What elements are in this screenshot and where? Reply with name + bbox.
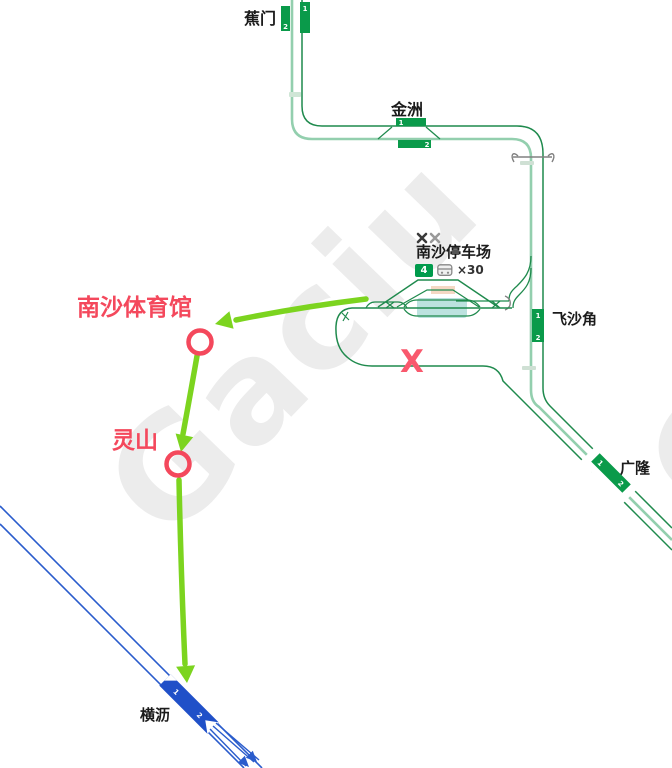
trainset-count-label: ×30 — [457, 263, 484, 277]
depot-name-label: 南沙停车场 — [416, 243, 492, 261]
line4-track-light — [290, 0, 672, 541]
line4-track-dark — [301, 0, 672, 529]
rejected-x-mark: X — [400, 344, 424, 380]
guanglong-platform — [591, 453, 631, 493]
lingshan-ring — [164, 450, 192, 478]
depot-portal-icon — [504, 295, 511, 311]
proposed-station-lingshan-label: 灵山 — [112, 428, 158, 454]
annotation-arrows — [175, 296, 369, 683]
hengli-notch-2 — [205, 720, 219, 734]
station-label-jinzhou: 金洲 — [391, 100, 424, 119]
train-icon — [437, 263, 453, 276]
arrow-to-lingshan — [180, 353, 200, 437]
depot-loop-track — [335, 307, 672, 551]
jiaomen-num-1: 1 — [303, 5, 308, 13]
jinzhou-platform-2 — [398, 140, 431, 148]
depot-connector-2 — [512, 267, 532, 309]
platform-numbers: 1 2 1 2 1 2 — [283, 5, 541, 342]
jinzhou-num-2: 2 — [425, 141, 430, 149]
guanglong-num-1: 1 — [595, 459, 604, 468]
hengli-num-1: 1 — [171, 688, 180, 697]
fan-arrow-1 — [245, 750, 257, 762]
depot-inner-tracks — [403, 299, 481, 317]
jiaomen-platform-1 — [300, 2, 310, 33]
depot-outer-loop — [377, 279, 499, 308]
feishajiao-num-2: 2 — [536, 334, 541, 342]
jiaomen-platform-2 — [281, 6, 290, 31]
sports-center-ring — [186, 328, 214, 356]
hengli-platform — [159, 674, 219, 734]
wrench-icon-gray — [429, 232, 441, 244]
jinzhou-platform-1 — [396, 118, 426, 126]
fan-arrow-2 — [237, 755, 249, 767]
jinzhou-num-1: 1 — [399, 119, 404, 127]
proposed-station-sports-center-label: 南沙体育馆 — [77, 295, 192, 321]
station-label-jiaomen: 蕉门 — [244, 9, 277, 28]
micro-label-3 — [522, 366, 536, 370]
guanglong-station: 1 2 — [580, 442, 642, 504]
wrench-icon-dark — [416, 232, 428, 244]
hengli-notch-1 — [164, 674, 177, 681]
platforms — [281, 2, 544, 342]
line-4-badge: 4 — [415, 263, 433, 277]
station-label-hengli: 横沥 — [140, 706, 171, 724]
micro-label-1 — [289, 92, 301, 97]
hengli-num-2: 2 — [195, 711, 204, 720]
arrow-head-1 — [215, 311, 234, 329]
tunnel-portal-icon — [511, 153, 555, 163]
jiaomen-num-2: 2 — [283, 23, 288, 31]
depot-connector-1 — [508, 255, 532, 302]
feishajiao-platform — [532, 309, 544, 342]
station-label-guanglong: 广隆 — [620, 459, 651, 477]
micro-label-2 — [520, 161, 534, 165]
station-label-feishajiao: 飞沙角 — [552, 310, 598, 328]
arrow-to-sports-center — [233, 296, 369, 323]
feishajiao-num-1: 1 — [536, 312, 541, 320]
arrow-head-2 — [175, 433, 194, 452]
arrow-head-3 — [176, 665, 196, 683]
depot-mid-loop — [396, 289, 480, 308]
guanglong-num-2: 2 — [616, 479, 625, 488]
jinzhou-crossover — [377, 126, 441, 140]
arrow-to-hengli — [176, 477, 188, 667]
hengli-station: 1 2 — [159, 674, 219, 734]
depot-fleet-info: 4 ×30 — [415, 263, 484, 277]
maintenance-icons — [416, 232, 441, 244]
track-crossing-marks — [341, 300, 501, 322]
